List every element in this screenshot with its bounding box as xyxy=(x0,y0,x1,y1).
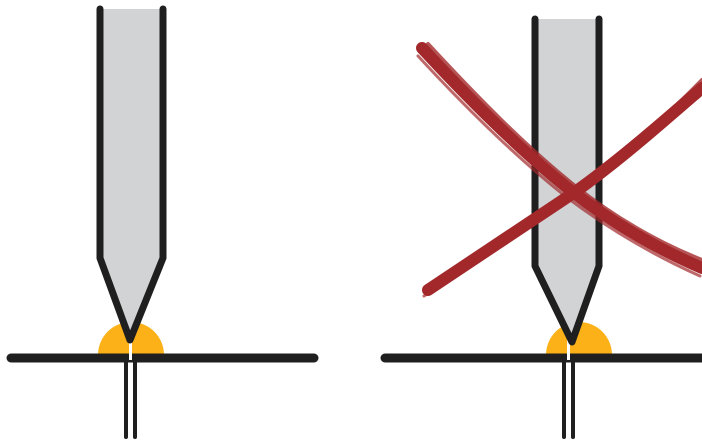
soldering-tip-left xyxy=(100,9,163,340)
soldering-tip-outline-left xyxy=(96,5,167,344)
red-x-cross-icon xyxy=(416,42,702,298)
panel-correct-technique xyxy=(6,5,319,439)
panel-incorrect-technique xyxy=(380,15,702,439)
soldering-tip-outline-right xyxy=(531,15,603,346)
